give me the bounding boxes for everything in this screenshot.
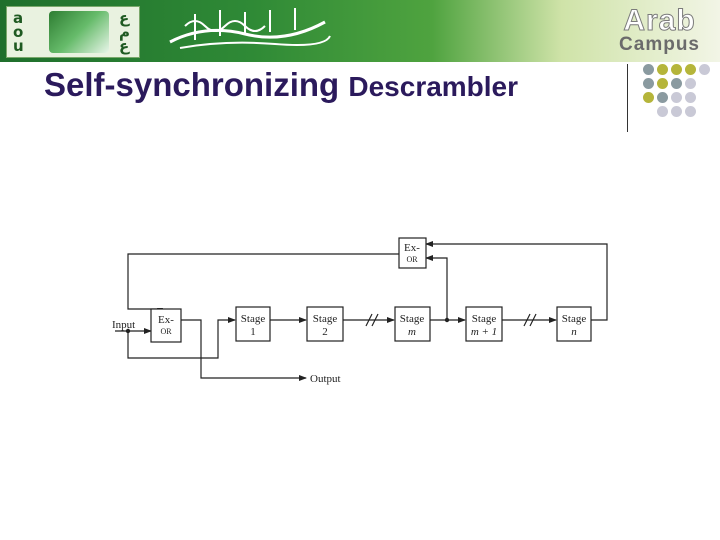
output-arrow: [181, 319, 307, 381]
stage-n-number: n: [571, 326, 577, 338]
break-mark: [529, 313, 537, 327]
stage-m-label: Stage: [400, 313, 425, 325]
input-xor-box: [150, 308, 182, 343]
book-icon: [49, 11, 109, 53]
dot-icon: [671, 78, 682, 89]
logo-letter: ع: [119, 9, 130, 27]
aou-logo: a o u ع م ع: [6, 6, 140, 58]
break-marks: [365, 313, 537, 327]
input-to-stage1-line: [127, 317, 236, 359]
title-second: Descrambler: [348, 71, 519, 102]
page-title: Self-synchronizing Descrambler: [44, 66, 518, 104]
dot-icon: [643, 64, 654, 75]
break-mark: [371, 313, 379, 327]
dot-icon: [699, 64, 710, 75]
dot-icon: [643, 92, 654, 103]
title-divider: [627, 64, 628, 132]
stage-m-number: m: [408, 326, 416, 338]
stage-2-box: [306, 306, 344, 342]
logo-letter: u: [13, 37, 24, 55]
break-mark: [523, 313, 531, 327]
feedback-xor-label-1: Ex-: [404, 242, 420, 254]
input-xor-label-1: Ex-: [158, 314, 174, 326]
logo-letters-left: a o u: [13, 9, 24, 55]
logo-letters-right: ع م ع: [119, 9, 130, 55]
stage-m1-label: Stage: [472, 313, 497, 325]
stagem-tap-line: [425, 255, 448, 320]
stage-1-label: Stage: [241, 313, 266, 325]
dot-icon: [671, 92, 682, 103]
dot-icon: [671, 64, 682, 75]
arab-campus-logo: Arab Campus: [619, 4, 700, 55]
stage-m1-box: [465, 306, 503, 342]
dot-icon: [685, 106, 696, 117]
stage-1-box: [235, 306, 271, 342]
output-label: Output: [310, 373, 341, 385]
dot-icon: [657, 106, 668, 117]
dot-icon: [657, 78, 668, 89]
stage-2-label: Stage: [313, 313, 338, 325]
logo-letter: o: [13, 23, 24, 41]
logo-letter: م: [119, 23, 130, 41]
dot-icon: [657, 64, 668, 75]
dot-icon: [685, 92, 696, 103]
stage-1-number: 1: [250, 326, 256, 338]
junction-dot: [125, 328, 131, 334]
stage-n-label: Stage: [562, 313, 587, 325]
feedback-line: [127, 253, 399, 316]
input-xor-label-2: OR: [160, 327, 172, 336]
dot-icon: [685, 78, 696, 89]
stagen-tap-line: [425, 241, 608, 321]
dot-icon: [671, 106, 682, 117]
stage-2-number: 2: [322, 326, 328, 338]
dot-icon: [685, 64, 696, 75]
input-label: Input: [112, 319, 135, 331]
stage-m1-number: m + 1: [471, 326, 497, 338]
title-main: Self-synchronizing: [44, 66, 340, 103]
dot-icon: [657, 92, 668, 103]
logo-letter: ع: [119, 37, 130, 55]
feedback-xor-label-2: OR: [406, 255, 418, 264]
brand-campus-text: Campus: [619, 34, 700, 55]
calligraphy-emblem-icon: [169, 8, 331, 49]
logo-letter: a: [13, 9, 24, 27]
header-banner: a o u ع م ع Arab Campus: [0, 0, 720, 62]
dot-icon: [643, 78, 654, 89]
stage-n-box: [556, 306, 592, 342]
junction-dot: [444, 317, 450, 323]
stage-m-box: [394, 306, 431, 342]
brand-arab-text: Arab: [623, 4, 696, 37]
break-mark: [365, 313, 373, 327]
feedback-xor-box: [398, 237, 427, 269]
